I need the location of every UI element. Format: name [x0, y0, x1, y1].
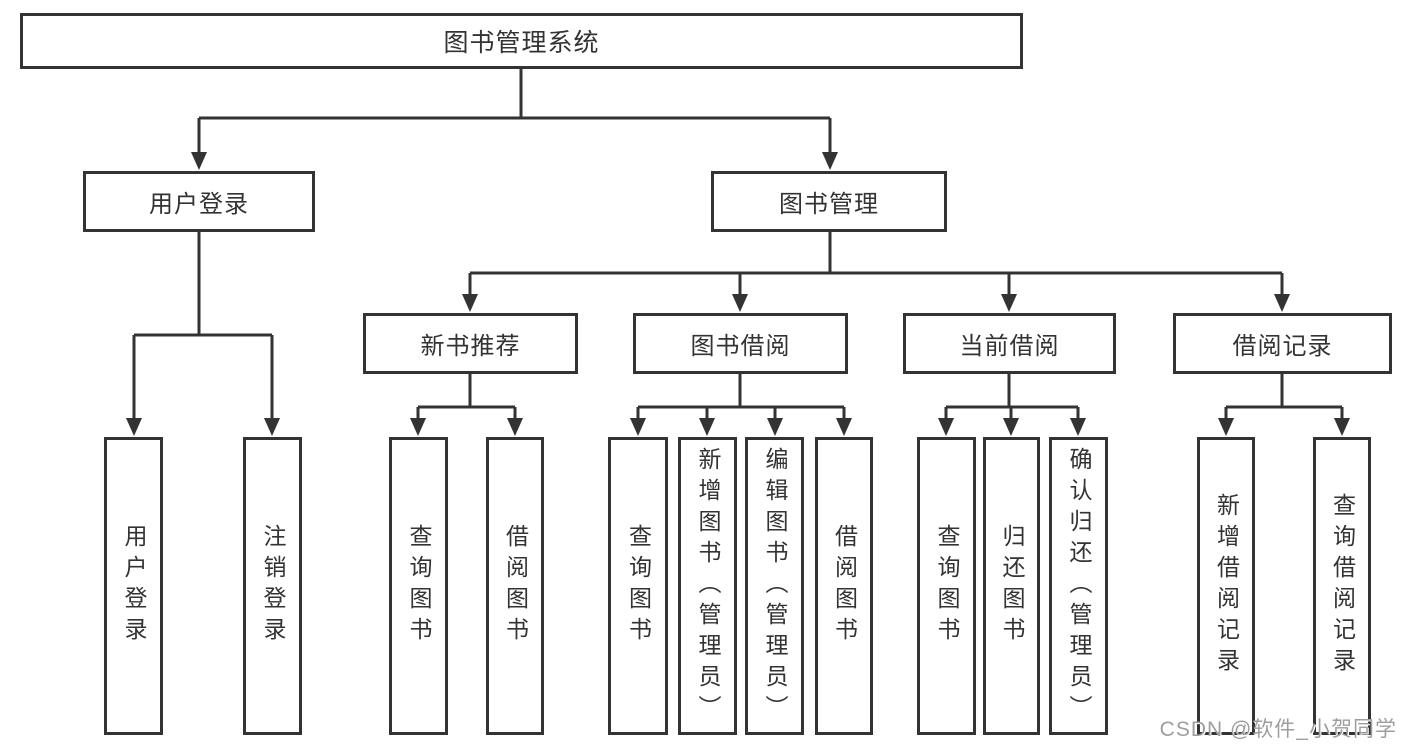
- arrow-icon: [462, 294, 478, 312]
- arrow-icon: [1334, 418, 1350, 436]
- node-label: 图书借阅: [690, 333, 791, 360]
- node-label: 新书推荐: [420, 333, 521, 360]
- connector-book-borrow: [636, 374, 846, 420]
- csdn-watermark: CSDN @软件_小贺同学: [1159, 718, 1397, 741]
- leaf-current-query-books: 查询图书: [917, 437, 976, 735]
- arrow-icon: [191, 152, 207, 170]
- connector-user-login: [132, 232, 274, 420]
- node-label: 新增借阅记录: [1213, 493, 1240, 679]
- node-label: 注销登录: [260, 524, 286, 648]
- leaf-borrow-add-books-admin: 新增图书（管理员）: [678, 437, 737, 735]
- arrow-icon: [1274, 294, 1290, 312]
- arrow-icon: [1003, 418, 1019, 436]
- node-user-login: 用户登录: [83, 171, 315, 232]
- leaf-user-login: 用户登录: [104, 437, 163, 735]
- node-book-borrow: 图书借阅: [633, 313, 848, 374]
- leaf-borrow-edit-books-admin: 编辑图书（管理员）: [745, 437, 804, 735]
- node-label: 借阅记录: [1232, 333, 1333, 360]
- node-label: 查询借阅记录: [1329, 493, 1356, 679]
- leaf-borrow-borrow-books: 借阅图书: [815, 437, 873, 735]
- node-borrow-records: 借阅记录: [1173, 313, 1392, 374]
- node-label: 确认归还（管理员）: [1066, 446, 1092, 726]
- node-library-management-system: 图书管理系统: [20, 13, 1023, 69]
- arrow-icon: [410, 418, 426, 436]
- connector-book-management: [468, 232, 1284, 295]
- leaf-current-return-books: 归还图书: [983, 437, 1040, 735]
- leaf-current-confirm-return-admin: 确认归还（管理员）: [1049, 437, 1108, 735]
- leaf-recommend-borrow-books: 借阅图书: [486, 437, 544, 735]
- leaf-borrow-query-books: 查询图书: [608, 437, 668, 735]
- node-label: 查询图书: [406, 524, 432, 648]
- arrow-icon: [630, 418, 646, 436]
- connector-borrow-records: [1224, 374, 1344, 420]
- node-label: 借阅图书: [831, 524, 858, 648]
- arrow-icon: [732, 294, 748, 312]
- node-label: 归还图书: [999, 524, 1025, 648]
- node-book-management: 图书管理: [711, 171, 947, 232]
- node-label: 用户登录: [149, 191, 249, 218]
- node-label: 借阅图书: [502, 524, 529, 648]
- leaf-recommend-query-books: 查询图书: [389, 437, 448, 735]
- node-new-book-recommend: 新书推荐: [363, 313, 578, 374]
- arrow-icon: [767, 418, 783, 436]
- arrow-icon: [1218, 418, 1234, 436]
- connector-current-borrow: [944, 374, 1080, 420]
- node-label: 当前借阅: [959, 333, 1060, 360]
- node-label: 图书管理系统: [443, 29, 600, 57]
- connector-new-book-recommend: [416, 374, 517, 420]
- arrow-icon: [126, 418, 142, 436]
- arrow-icon: [836, 418, 852, 436]
- node-label: 编辑图书（管理员）: [762, 446, 788, 726]
- arrow-icon: [264, 418, 280, 436]
- node-label: 用户登录: [121, 524, 147, 648]
- connector-root: [197, 69, 832, 153]
- arrow-icon: [938, 418, 954, 436]
- leaf-records-query-record: 查询借阅记录: [1313, 437, 1371, 735]
- leaf-logout: 注销登录: [243, 437, 302, 735]
- node-current-borrow: 当前借阅: [903, 313, 1116, 374]
- node-label: 新增图书（管理员）: [695, 446, 721, 726]
- node-label: 图书管理: [779, 191, 879, 218]
- arrow-icon: [822, 152, 838, 170]
- node-label: 查询图书: [934, 524, 960, 648]
- node-label: 查询图书: [625, 524, 652, 648]
- leaf-records-add-record: 新增借阅记录: [1197, 437, 1255, 735]
- arrow-icon: [1070, 418, 1086, 436]
- arrow-icon: [507, 418, 523, 436]
- arrow-icon: [1001, 294, 1017, 312]
- arrow-icon: [699, 418, 715, 436]
